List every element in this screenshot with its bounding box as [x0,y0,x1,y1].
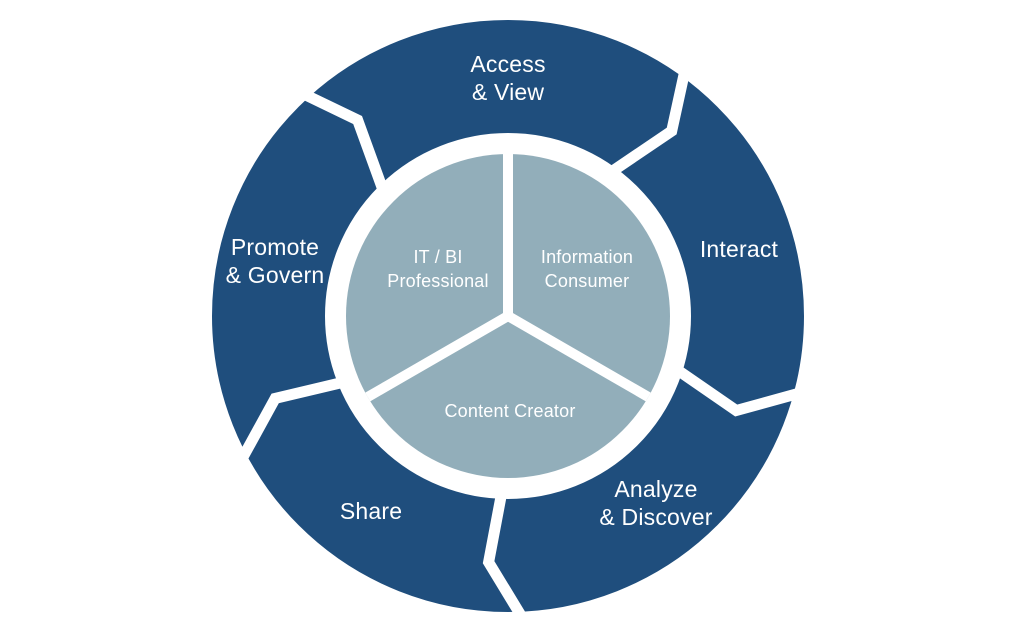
inner-circle-dividers [365,153,651,402]
segment-label-access-line2: & View [472,79,545,105]
separator-arrow-interact-analyze [672,364,800,417]
separator-arrow-analyze-share [482,490,526,619]
segment-label-interact: Interact [700,236,779,262]
segment-label-analyze-line1: Analyze [614,476,697,502]
role-label-itbi-line2: Professional [387,271,488,291]
separator-arrow-access-interact [607,72,690,178]
segment-label-promote-line1: Promote [231,234,319,260]
outer-ring: Access & View Interact Analyze & Discove… [212,20,804,619]
outer-ring-separators [238,72,800,619]
separator-arrow-share-promote [238,376,347,460]
segment-label-promote-line2: & Govern [226,262,325,288]
inner-circle: IT / BI Professional Information Consume… [346,153,670,478]
segment-label-analyze-line2: & Discover [599,504,712,530]
separator-arrow-promote-access [302,89,389,194]
outer-ring-band [212,20,804,612]
outer-ring-labels: Access & View Interact Analyze & Discove… [226,51,779,530]
role-label-creator: Content Creator [444,401,575,421]
segment-label-access-line1: Access [470,51,545,77]
segment-label-share: Share [340,498,402,524]
inner-divider-left [365,311,511,402]
inner-divider-right [505,311,651,402]
role-label-consumer-line2: Consumer [545,271,630,291]
inner-circle-labels: IT / BI Professional Information Consume… [387,247,633,421]
role-label-consumer-line1: Information [541,247,633,267]
role-label-itbi-line1: IT / BI [413,247,462,267]
